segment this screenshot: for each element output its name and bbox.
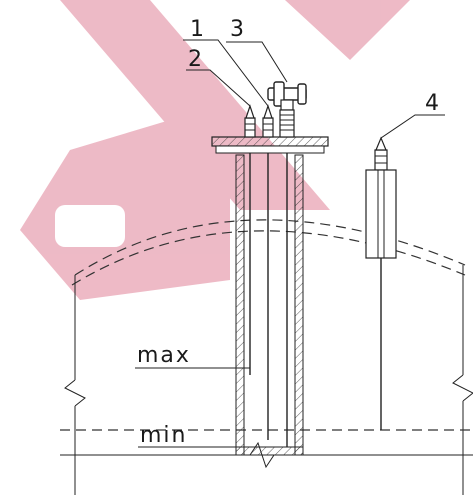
stilling-well <box>235 154 304 456</box>
tank-right-wall <box>452 265 473 495</box>
leader-lines <box>135 39 445 448</box>
label-level-max: max <box>137 343 191 368</box>
sensor-1-probe <box>262 104 274 440</box>
tank-dome <box>71 219 466 286</box>
label-sensor-1: 1 <box>190 17 204 42</box>
sensor-4-probe <box>365 136 397 430</box>
sensor-2-probe <box>244 104 256 375</box>
tank-left-wall <box>64 275 86 495</box>
sensor-3-transmitter <box>267 81 307 447</box>
label-sensor-4: 4 <box>425 91 439 116</box>
label-sensor-2: 2 <box>188 47 202 72</box>
watermark-logo <box>20 0 410 300</box>
label-level-min: min <box>140 423 188 448</box>
mounting-flange <box>211 136 329 154</box>
label-sensor-3: 3 <box>230 17 244 42</box>
